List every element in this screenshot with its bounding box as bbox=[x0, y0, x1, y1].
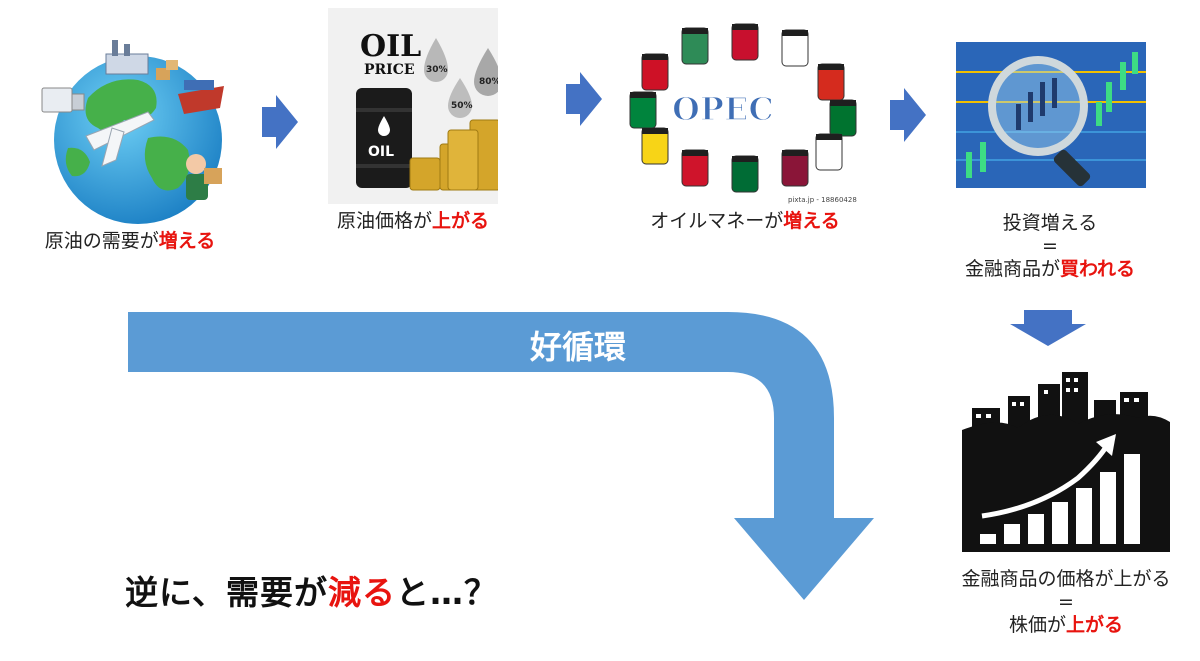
question-highlight: 減る bbox=[328, 573, 397, 612]
market-magnifier-image bbox=[956, 42, 1146, 188]
drop-label-1: 30% bbox=[426, 65, 448, 75]
step5-caption-highlight: 上がる bbox=[1066, 614, 1124, 636]
step3-caption-text: オイルマネーが bbox=[650, 210, 784, 232]
step1-caption-highlight: 増える bbox=[158, 230, 216, 252]
drop-label-3: 50% bbox=[451, 101, 473, 111]
step4-caption-equals: = bbox=[1042, 235, 1058, 257]
right-arrow-icon bbox=[566, 72, 602, 126]
step4-caption-text: 金融商品が bbox=[964, 258, 1060, 280]
globe-logistics-image bbox=[28, 28, 243, 233]
cycle-label: 好循環 bbox=[530, 328, 627, 366]
step2-caption-text: 原油価格が bbox=[336, 210, 432, 232]
step5-caption: 金融商品の価格が上がる = 株価が上がる bbox=[936, 566, 1196, 638]
step2-caption: 原油価格が上がる bbox=[318, 208, 508, 234]
right-arrow-icon bbox=[890, 88, 926, 142]
opec-barrels-image: OPEC pixta.jp - 18860428 bbox=[620, 20, 870, 205]
opec-credit: pixta.jp - 18860428 bbox=[788, 196, 857, 204]
step5-caption-line1: 金融商品の価格が上がる bbox=[961, 568, 1171, 590]
step4-caption: 投資増える = 金融商品が買われる bbox=[930, 210, 1170, 282]
right-arrow-icon bbox=[262, 95, 298, 149]
step1-caption: 原油の需要が増える bbox=[18, 228, 242, 254]
step2-caption-highlight: 上がる bbox=[432, 210, 490, 232]
step4-caption-highlight: 買われる bbox=[1059, 258, 1136, 280]
step4-caption-line1: 投資増える bbox=[1002, 212, 1098, 234]
step3-caption-highlight: 増える bbox=[783, 210, 840, 232]
oil-title: OIL bbox=[360, 29, 421, 64]
question-post: と…？ bbox=[396, 573, 499, 612]
barrel-label: OIL bbox=[368, 144, 394, 160]
oil-price-image: OIL PRICE 30% 80% 50% OIL bbox=[328, 8, 502, 204]
question-text: 逆に、需要が減ると…？ bbox=[125, 566, 498, 614]
drop-label-2: 80% bbox=[479, 77, 498, 87]
question-pre: 逆に、需要が bbox=[125, 573, 329, 612]
opec-logo: OPEC bbox=[672, 90, 774, 128]
step5-caption-equals: = bbox=[1058, 591, 1074, 613]
stock-rise-image bbox=[958, 368, 1172, 554]
oil-subtitle: PRICE bbox=[364, 62, 415, 78]
cycle-arrow bbox=[128, 312, 874, 600]
step3-caption: オイルマネーが増える bbox=[610, 208, 880, 234]
down-arrow-icon bbox=[1010, 310, 1086, 346]
step1-caption-text: 原油の需要が bbox=[44, 230, 159, 252]
step5-caption-text: 株価が bbox=[1008, 614, 1066, 636]
